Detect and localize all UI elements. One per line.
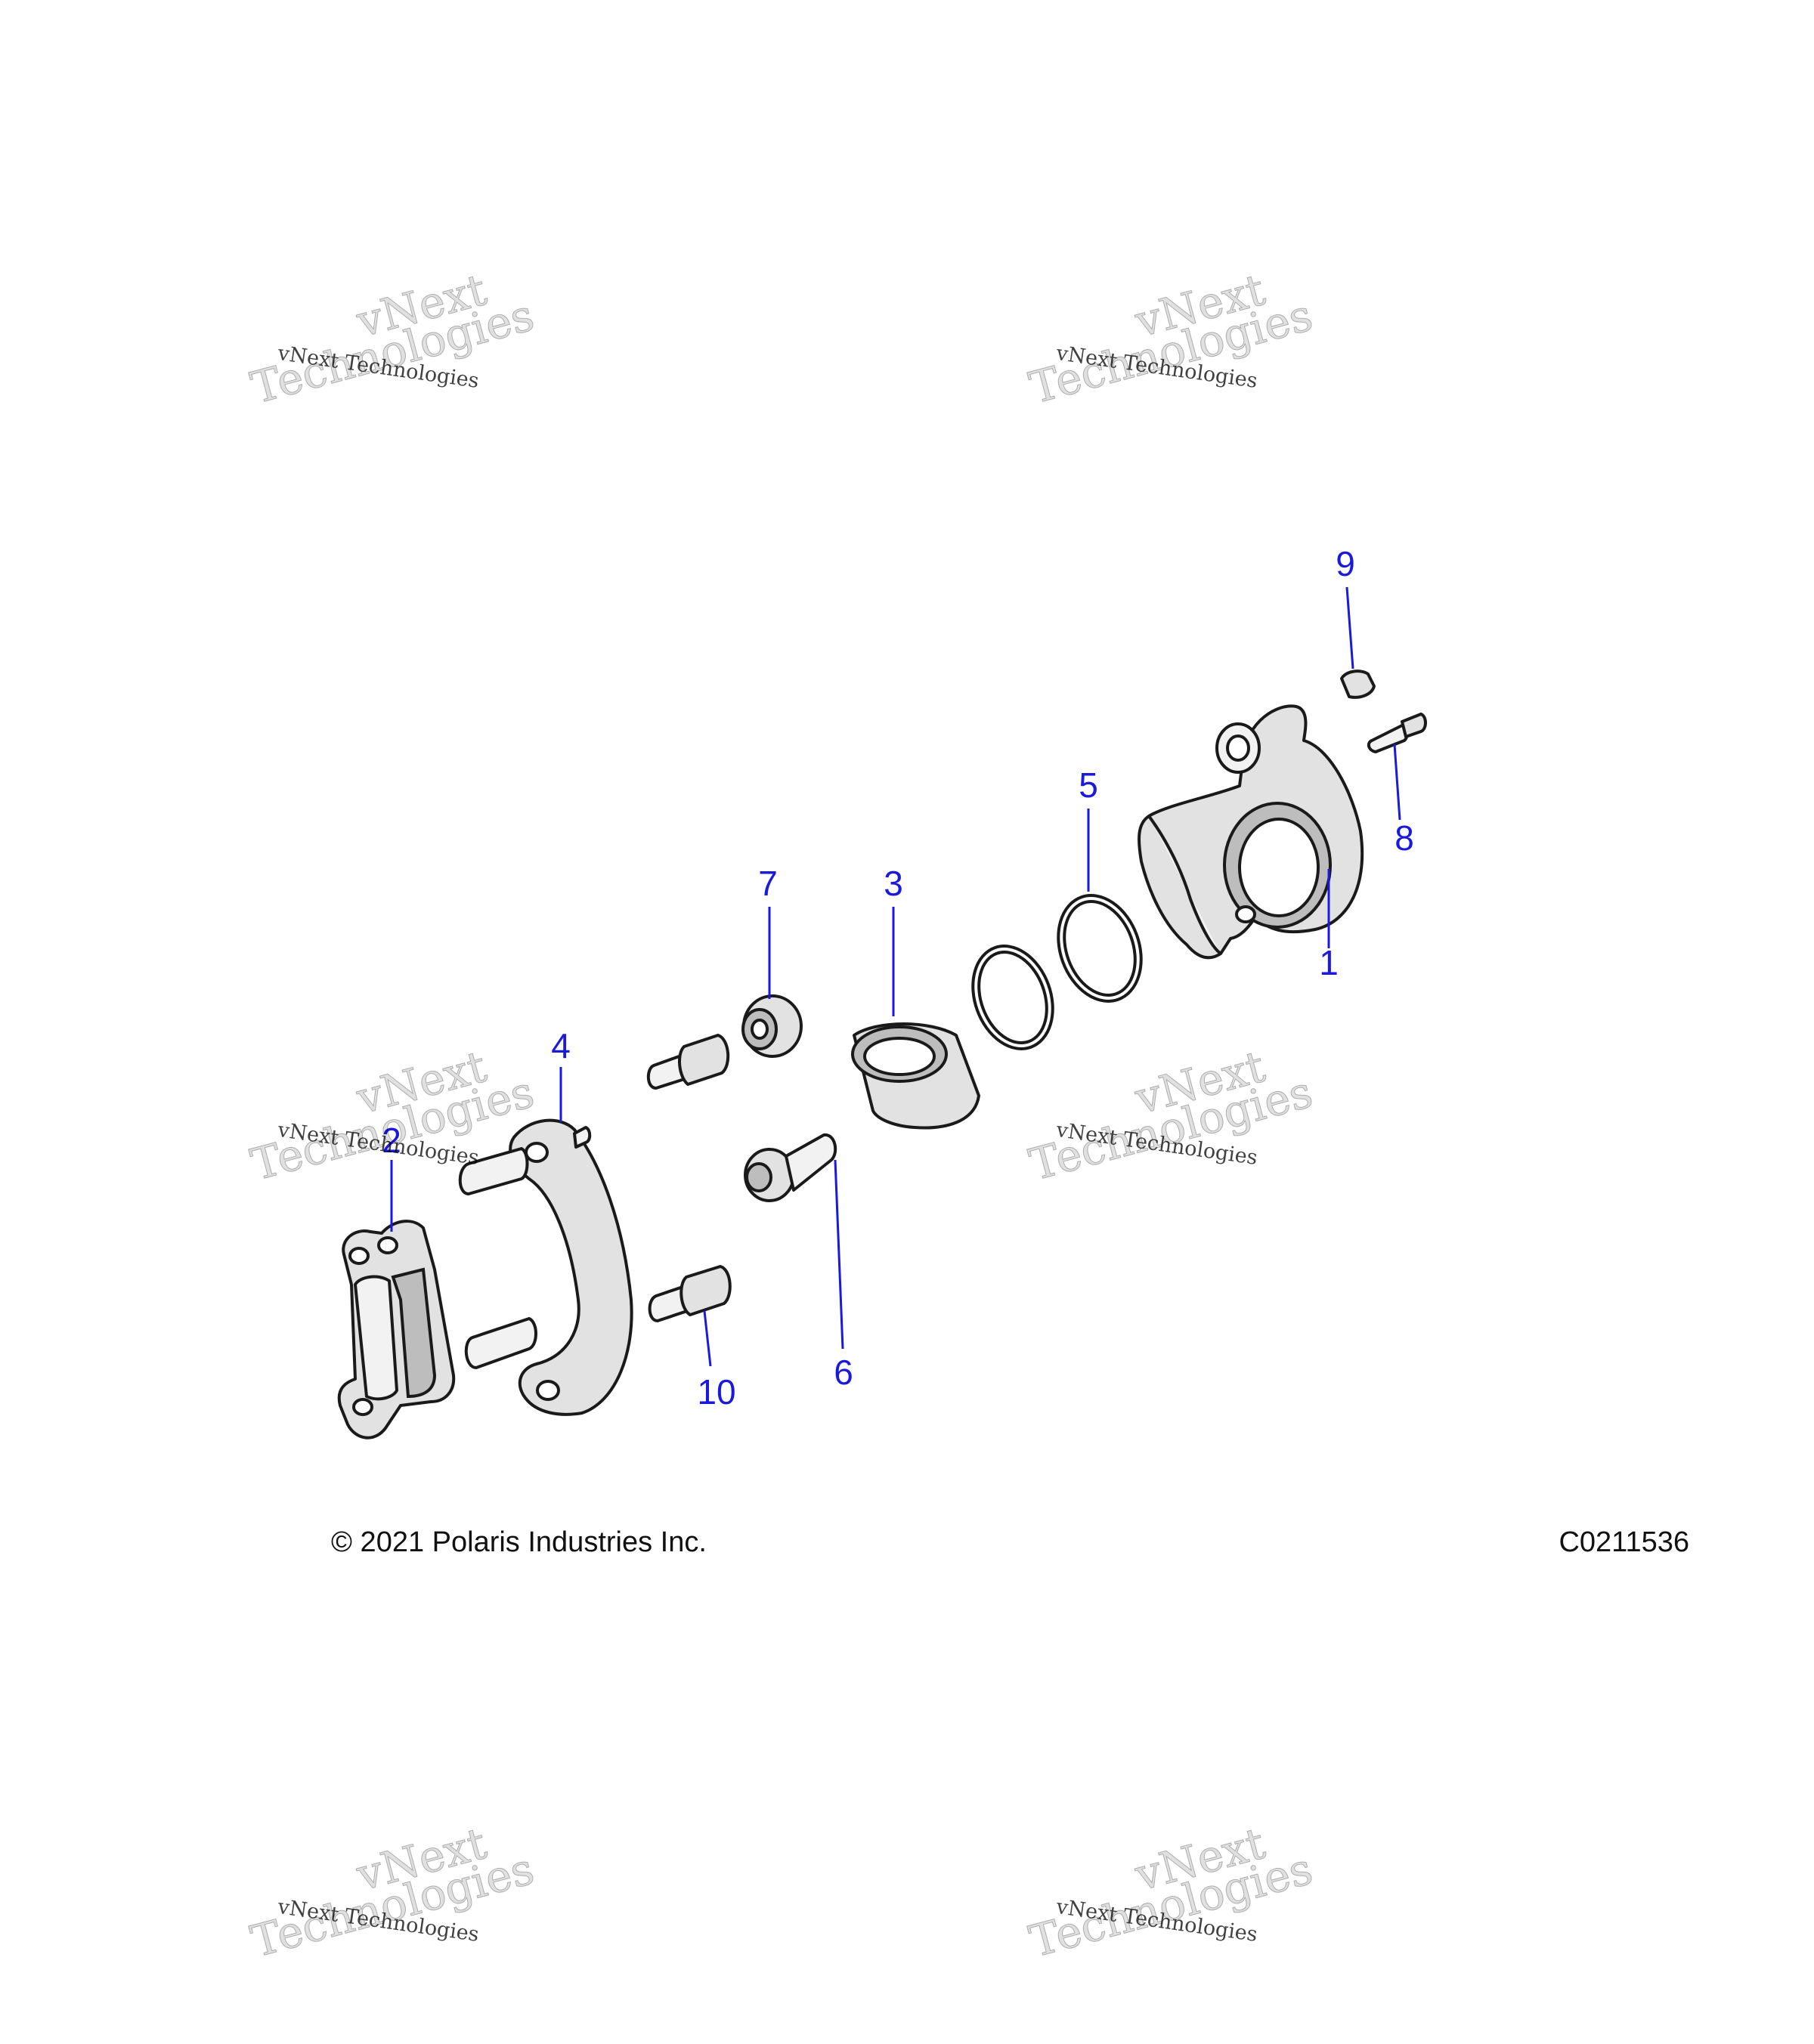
seal-ring-inner <box>971 945 1054 1050</box>
part-6-guide-pin <box>744 1133 837 1202</box>
leader-8 <box>1393 744 1401 821</box>
callout-9: 9 <box>1336 544 1355 583</box>
leader-6 <box>834 1159 844 1350</box>
callout-5: 5 <box>1079 765 1098 805</box>
callout-1: 1 <box>1319 943 1339 982</box>
callout-10: 10 <box>697 1372 735 1412</box>
copyright-notice: © 2021 Polaris Industries Inc. <box>331 1526 707 1558</box>
callout-4: 4 <box>551 1026 571 1065</box>
part-7-boot <box>741 994 803 1058</box>
part-2-brake-pads <box>337 1220 456 1439</box>
part-8-bleeder-screw <box>1367 713 1427 753</box>
leader-9 <box>1345 586 1354 669</box>
part-4-bracket <box>458 1118 633 1416</box>
part-10-bolts <box>646 1034 732 1322</box>
callout-3: 3 <box>884 864 903 903</box>
callout-6: 6 <box>834 1353 853 1392</box>
part-3-piston <box>851 1022 980 1130</box>
callout-2: 2 <box>382 1121 401 1160</box>
drawing-number: C0211536 <box>1559 1526 1689 1558</box>
part-1-caliper-housing <box>1138 704 1364 960</box>
callout-7: 7 <box>758 864 778 903</box>
callout-8: 8 <box>1395 818 1414 858</box>
part-5-seal-ring <box>1057 894 1143 1003</box>
part-9-cap <box>1340 669 1376 699</box>
leader-10 <box>703 1310 712 1367</box>
